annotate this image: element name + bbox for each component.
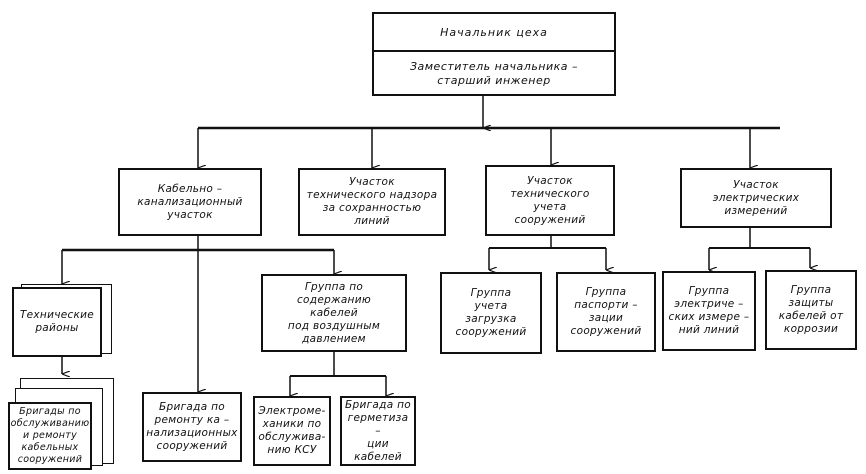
- section-electrical-measurements: Участок электрических измерений: [680, 168, 832, 228]
- line-measurement-group-box: Группа электриче – ских измере – ний лин…: [662, 271, 756, 351]
- section-technical-supervision: Участок технического надзора за сохранно…: [298, 168, 446, 236]
- structure-certification-group-box: Группа паспорти – зации сооружений: [556, 272, 656, 352]
- section-label: Кабельно – канализационный участок: [137, 182, 243, 221]
- structure-load-accounting-group-box: Группа учета загрузка сооружений: [440, 272, 542, 354]
- maintenance-brigades-box: Бригады по обслуживанию и ремонту кабель…: [8, 402, 92, 470]
- box-label: Бригады по обслуживанию и ремонту кабель…: [10, 406, 90, 465]
- box-label: Бригада по герметиза – ции кабелей: [345, 398, 411, 463]
- section-cable-canalization: Кабельно – канализационный участок: [118, 168, 262, 236]
- technical-districts-box: Технические районы: [12, 287, 102, 357]
- section-technical-accounting: Участок технического учета сооружений: [485, 165, 615, 236]
- box-label: Группа по содержанию кабелей под воздушн…: [287, 280, 381, 345]
- section-label: Участок электрических измерений: [712, 178, 800, 217]
- section-label: Участок технического надзора за сохранно…: [306, 176, 438, 227]
- box-label: Группа учета загрузка сооружений: [455, 287, 527, 338]
- cable-sealing-brigade-box: Бригада по герметиза – ции кабелей: [340, 396, 416, 466]
- box-label: Группа паспорти – зации сооружений: [570, 286, 642, 337]
- deputy-title: Заместитель начальника – старший инженер: [409, 60, 579, 87]
- canalization-repair-brigade-box: Бригада по ремонту ка – нализационных со…: [142, 392, 242, 462]
- section-label: Участок технического учета сооружений: [510, 174, 590, 226]
- box-label: Группа защиты кабелей от коррозии: [778, 284, 844, 335]
- box-label: Электроме- ханики по обслужива- нию КСУ: [258, 405, 326, 456]
- air-pressure-group-box: Группа по содержанию кабелей под воздушн…: [261, 274, 407, 352]
- electromechanics-box: Электроме- ханики по обслужива- нию КСУ: [253, 396, 331, 466]
- box-label: Технические районы: [19, 309, 95, 334]
- head-of-workshop-box: Начальник цеха Заместитель начальника – …: [372, 12, 616, 96]
- corrosion-protection-group-box: Группа защиты кабелей от коррозии: [765, 270, 857, 350]
- head-title: Начальник цеха: [374, 14, 614, 52]
- box-label: Группа электриче – ских измере – ний лин…: [668, 285, 750, 336]
- box-label: Бригада по ремонту ка – нализационных со…: [146, 401, 238, 452]
